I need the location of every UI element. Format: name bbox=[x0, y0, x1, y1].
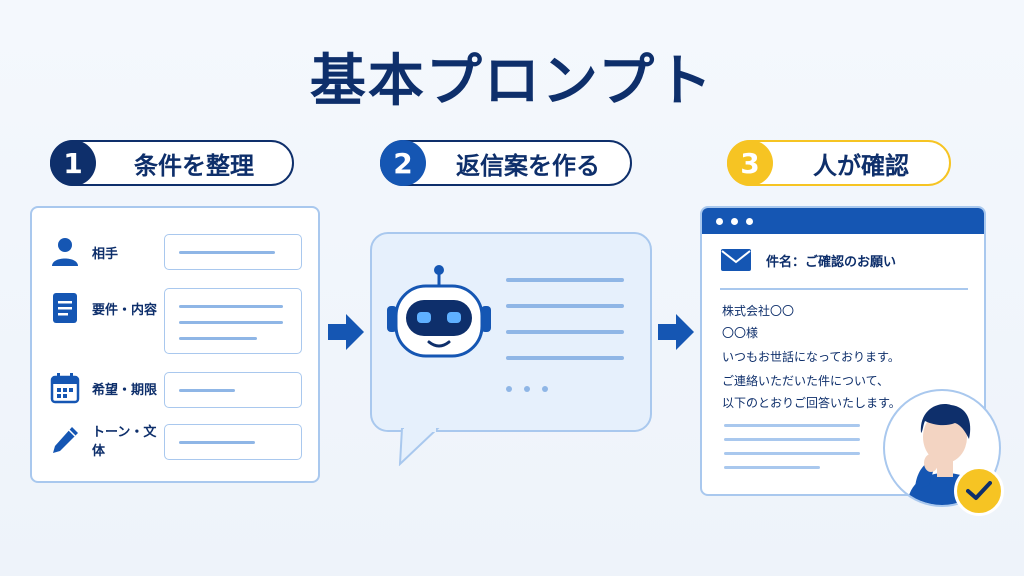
email-placeholder-line bbox=[724, 452, 860, 455]
condition-row-recipient: 相手 bbox=[50, 234, 162, 270]
step-3-number: 3 bbox=[727, 140, 773, 186]
recipient-field bbox=[164, 234, 302, 270]
divider bbox=[720, 288, 968, 290]
tone-field bbox=[164, 424, 302, 460]
envelope-icon bbox=[721, 249, 751, 271]
arrow-right-icon bbox=[328, 314, 364, 350]
calendar-icon bbox=[50, 372, 80, 404]
email-subject-text: 件名：ご確認のお願い bbox=[766, 254, 897, 270]
conditions-card: 相手 要件・内容 希望・期限 トーン・文体 bbox=[30, 206, 320, 483]
page-title: 基本プロンプト bbox=[309, 49, 715, 114]
step-1-pill: 1 条件を整理 bbox=[50, 140, 294, 186]
step-3-pill: 3 人が確認 bbox=[727, 140, 951, 186]
reply-draft-line bbox=[506, 304, 624, 308]
email-subject: 件名：ご確認のお願い bbox=[720, 248, 896, 272]
condition-row-content: 要件・内容 bbox=[50, 290, 162, 326]
check-icon bbox=[954, 466, 1004, 516]
reply-draft-line bbox=[506, 356, 624, 360]
condition-label: 相手 bbox=[92, 246, 119, 262]
email-body-line: 以下のとおりご回答いたします。 bbox=[722, 396, 901, 410]
window-title-bar bbox=[702, 208, 984, 234]
arrow-right-icon bbox=[658, 314, 694, 350]
step-1-number: 1 bbox=[50, 140, 96, 186]
step-2-pill: 2 返信案を作る bbox=[380, 140, 632, 186]
condition-label: トーン・文体 bbox=[92, 425, 157, 459]
typing-indicator bbox=[506, 386, 548, 392]
email-body-line: 〇〇様 bbox=[722, 326, 759, 340]
person-icon bbox=[50, 236, 80, 268]
bubble-tail bbox=[398, 428, 440, 466]
email-body-line: ご連絡いただいた件について、 bbox=[722, 374, 890, 388]
email-placeholder-line bbox=[724, 466, 820, 469]
condition-row-deadline: 希望・期限 bbox=[50, 370, 162, 406]
deadline-field bbox=[164, 372, 302, 408]
email-body-line: いつもお世話になっております。 bbox=[722, 350, 900, 364]
pencil-icon bbox=[50, 424, 80, 456]
email-placeholder-line bbox=[724, 424, 860, 427]
condition-label: 希望・期限 bbox=[92, 382, 158, 398]
email-placeholder-line bbox=[724, 438, 860, 441]
reply-draft-line bbox=[506, 278, 624, 282]
email-body-line: 株式会社〇〇 bbox=[722, 304, 795, 318]
condition-row-tone: トーン・文体 bbox=[50, 422, 162, 459]
step-2-number: 2 bbox=[380, 140, 426, 186]
content-field bbox=[164, 288, 302, 354]
step-1-label: 条件を整理 bbox=[134, 151, 254, 180]
condition-label: 要件・内容 bbox=[92, 302, 158, 318]
document-icon bbox=[50, 292, 80, 324]
step-3-label: 人が確認 bbox=[813, 151, 909, 180]
step-2-label: 返信案を作る bbox=[456, 151, 600, 180]
robot-icon bbox=[387, 265, 491, 358]
reply-draft-line bbox=[506, 330, 624, 334]
